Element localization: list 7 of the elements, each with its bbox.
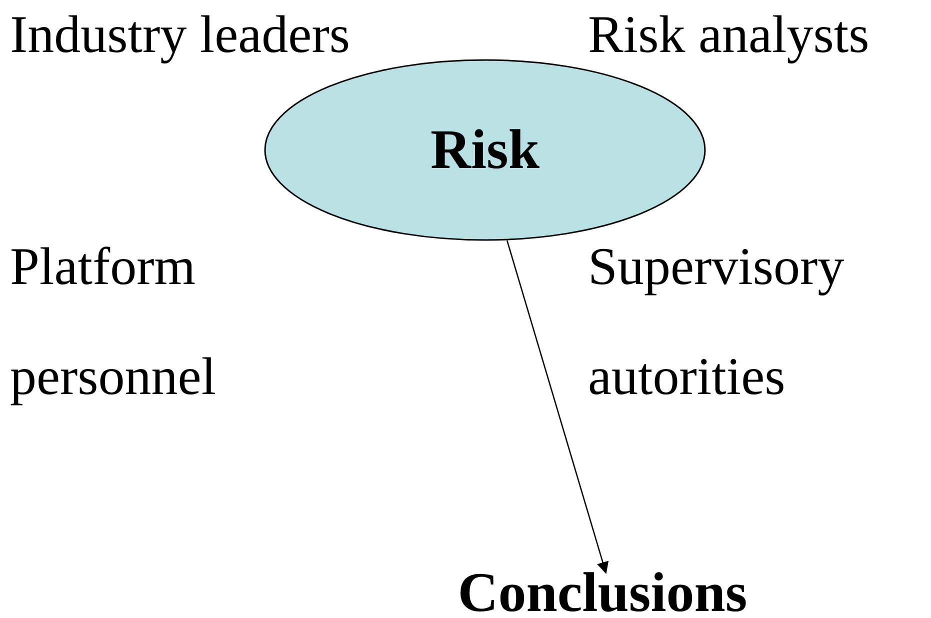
node-title: Risk	[430, 118, 540, 182]
node-text: Conclusions	[458, 561, 748, 618]
text-label: Industry leaders	[10, 5, 351, 66]
text-label: Supervisory autorities	[588, 237, 846, 408]
arrow	[506, 240, 609, 574]
text-label: Risk analysts	[588, 5, 870, 66]
text-label: Platform personnel	[10, 237, 218, 408]
